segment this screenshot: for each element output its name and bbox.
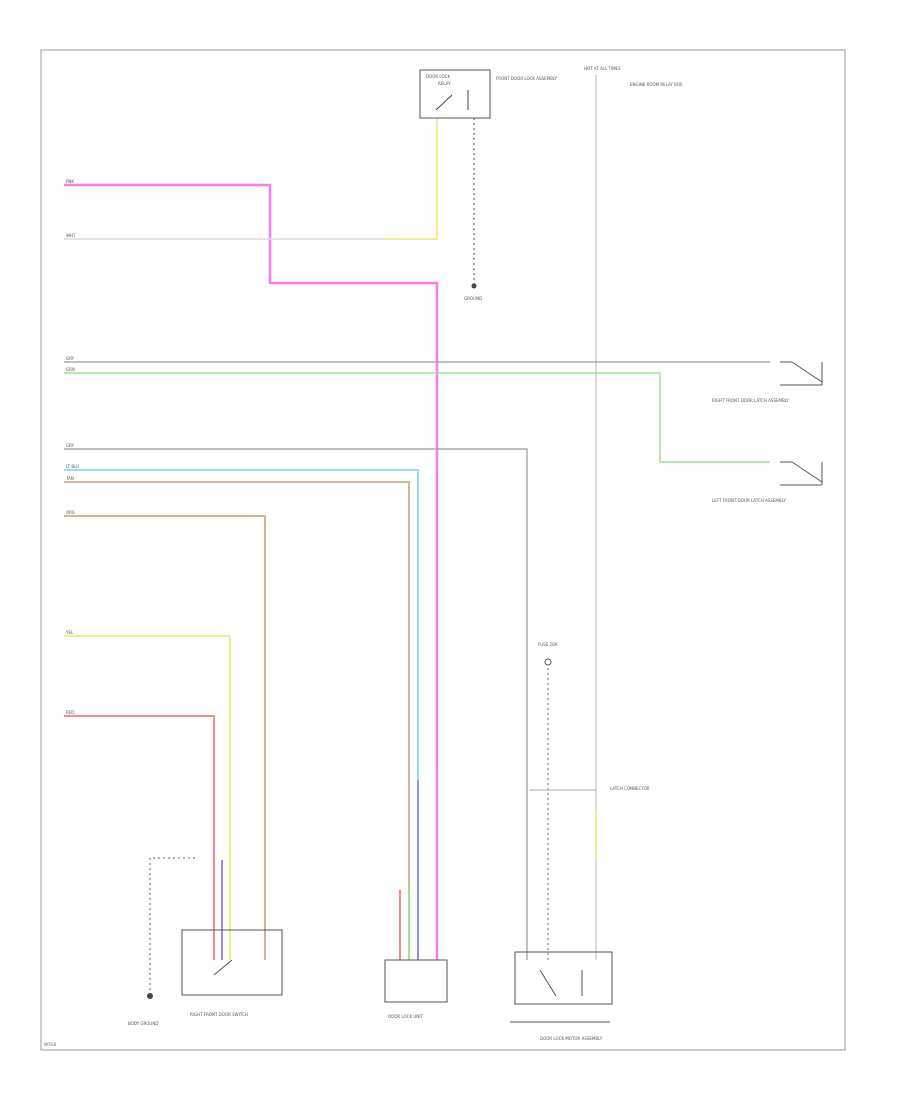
wire-pink [64, 183, 439, 965]
svg-text:RIGHT FRONT DOOR SWITCH: RIGHT FRONT DOOR SWITCH [190, 1012, 248, 1017]
label-white: WHT [66, 233, 76, 238]
wire-left-ground [149, 857, 195, 995]
lock-fuse: FUSE 20A LATCH CONNECTOR [530, 642, 650, 791]
svg-text:BODY GROUND: BODY GROUND [128, 1021, 158, 1026]
power-source: HOT AT ALL TIMES ENGINE ROOM RELAY BOX [584, 66, 683, 87]
wire-lt-blue [64, 469, 419, 965]
svg-text:RIGHT FRONT DOOR LATCH ASSEMBL: RIGHT FRONT DOOR LATCH ASSEMBLY [712, 398, 789, 403]
label-gray-2: GRY [66, 443, 75, 448]
label-orange: ORG [66, 510, 75, 515]
footer-code: W7G0 [44, 1042, 57, 1047]
svg-text:DOOR LOCK MOTOR ASSEMBLY: DOOR LOCK MOTOR ASSEMBLY [540, 1036, 603, 1041]
wire-yellow [64, 635, 231, 960]
svg-text:LEFT FRONT DOOR LATCH ASSEMBLY: LEFT FRONT DOOR LATCH ASSEMBLY [712, 498, 786, 503]
right-front-latch-switch: RIGHT FRONT DOOR LATCH ASSEMBLY [712, 361, 823, 403]
door-lock-unit: DOOR LOCK UNIT [384, 959, 448, 1019]
svg-text:FRONT DOOR LOCK ASSEMBLY: FRONT DOOR LOCK ASSEMBLY [496, 76, 558, 81]
svg-text:DOOR LOCK UNIT: DOOR LOCK UNIT [388, 1014, 423, 1019]
label-tan: TAN [65, 476, 74, 481]
svg-text:ENGINE ROOM RELAY BOX: ENGINE ROOM RELAY BOX [630, 82, 683, 87]
svg-text:LATCH CONNECTOR: LATCH CONNECTOR [610, 786, 650, 791]
wire-orange [64, 515, 266, 960]
label-lt-blue: LT BLU [66, 464, 79, 469]
label-gray: GRY [66, 356, 75, 361]
door-lock-relay: DOOR LOCK RELAY FRONT DOOR LOCK ASSEMBLY [419, 69, 558, 119]
svg-text:HOT AT ALL TIMES: HOT AT ALL TIMES [584, 66, 621, 71]
wire-tan [64, 481, 410, 965]
svg-text:RELAY: RELAY [438, 81, 451, 86]
wire-green [64, 372, 770, 463]
label-green: GRN [66, 367, 75, 372]
door-switch-box: RIGHT FRONT DOOR SWITCH [181, 929, 283, 1017]
left-front-latch-switch: LEFT FRONT DOOR LATCH ASSEMBLY [712, 461, 823, 503]
lock-motor-assembly: DOOR LOCK MOTOR ASSEMBLY [510, 951, 613, 1041]
svg-text:GROUND: GROUND [464, 296, 482, 301]
wire-gray-motor [64, 448, 528, 960]
label-red: RED [66, 710, 74, 715]
body-ground: BODY GROUND [128, 993, 158, 1026]
diagram-frame [40, 49, 846, 1051]
wire-red [64, 715, 215, 960]
label-pink: PNK [66, 179, 74, 184]
svg-text:FUSE 20A: FUSE 20A [538, 642, 558, 647]
svg-text:DOOR LOCK: DOOR LOCK [426, 74, 450, 79]
ground-top: GROUND [464, 283, 482, 301]
label-yellow: YEL [65, 630, 74, 635]
wire-white [64, 118, 438, 240]
